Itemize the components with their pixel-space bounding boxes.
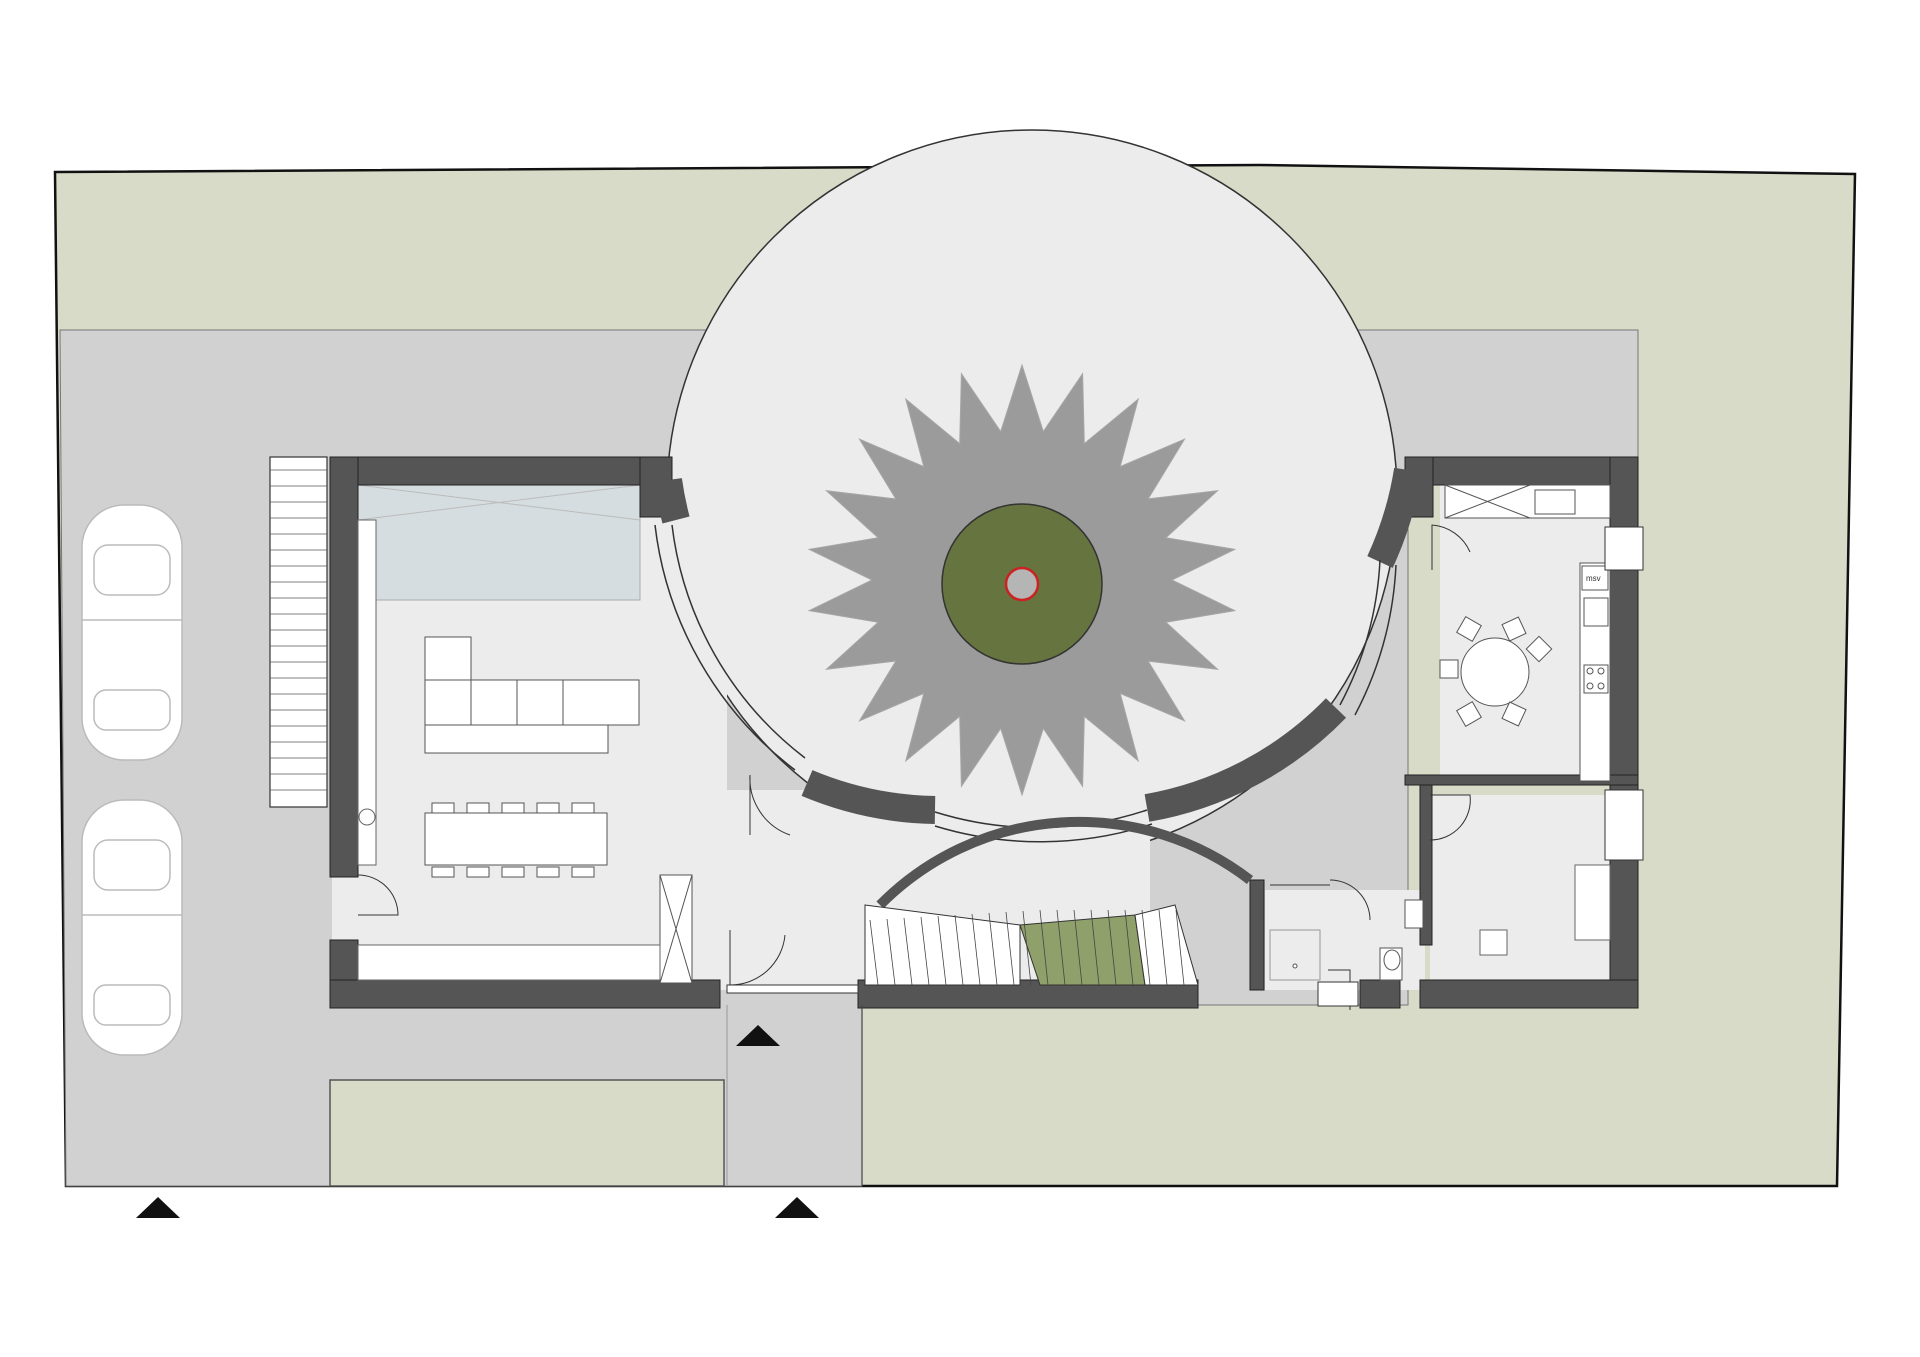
doors: [357, 524, 1471, 1010]
dining-chair: [536, 802, 560, 814]
stair-tread: [1073, 909, 1083, 986]
car-top-view-icon: [81, 504, 183, 761]
stair-tread: [1107, 909, 1117, 986]
windows: [726, 526, 1644, 1007]
tree-trunk: [1004, 566, 1040, 602]
stair-tread: [1124, 909, 1134, 986]
dining-chair: [501, 802, 525, 814]
dining-chair: [536, 866, 560, 878]
kitchen-counter-right: [1444, 484, 1611, 782]
dining-chair: [466, 866, 490, 878]
stair-curved-wall: [876, 816, 1254, 909]
stair-tread: [1005, 911, 1015, 986]
stair-landing-green: [1019, 914, 1146, 986]
curved-wall: [654, 467, 1422, 824]
dining-chair: [571, 802, 595, 814]
stair-tread: [988, 912, 998, 986]
bathroom-fixtures: [1269, 899, 1424, 981]
kitchen-counter-left: [357, 519, 377, 866]
appliance-label: msv: [1586, 574, 1601, 583]
round-dining-table: [1439, 616, 1553, 727]
triangle-up-icon: [136, 1197, 180, 1218]
stair-tread: [903, 917, 913, 986]
dining-chair: [431, 866, 455, 878]
stair-tread: [1056, 909, 1066, 986]
bedroom-furniture: [1479, 864, 1611, 956]
car-top-view-icon: [81, 799, 183, 1056]
front-garden-bed: [329, 1079, 725, 1187]
dining-chair: [431, 802, 455, 814]
stair-tread: [1039, 909, 1049, 986]
stair-tread: [1158, 909, 1168, 986]
interior-stair: [864, 904, 1199, 986]
storage-cabinet: [659, 874, 693, 984]
kitchen-island: [424, 636, 640, 754]
stair-tread: [920, 916, 930, 986]
triangle-up-icon: [775, 1197, 819, 1218]
stair-tread: [1090, 909, 1100, 986]
bench: [357, 944, 661, 981]
stair-tread: [1022, 910, 1032, 986]
exterior-stair: [269, 456, 328, 808]
stair-tread: [937, 915, 947, 986]
stair-tread: [1141, 909, 1151, 986]
stair-tread: [886, 918, 896, 986]
dining-table: [424, 802, 608, 878]
dining-chair: [466, 802, 490, 814]
stair-tread: [954, 914, 964, 986]
stair-tread: [869, 919, 879, 986]
stair-tread: [971, 913, 981, 986]
dining-chair: [501, 866, 525, 878]
stair-tread: [1175, 909, 1185, 986]
curved-glazing: [654, 524, 1397, 843]
triangle-up-icon: [736, 1025, 780, 1046]
dining-chair: [571, 866, 595, 878]
